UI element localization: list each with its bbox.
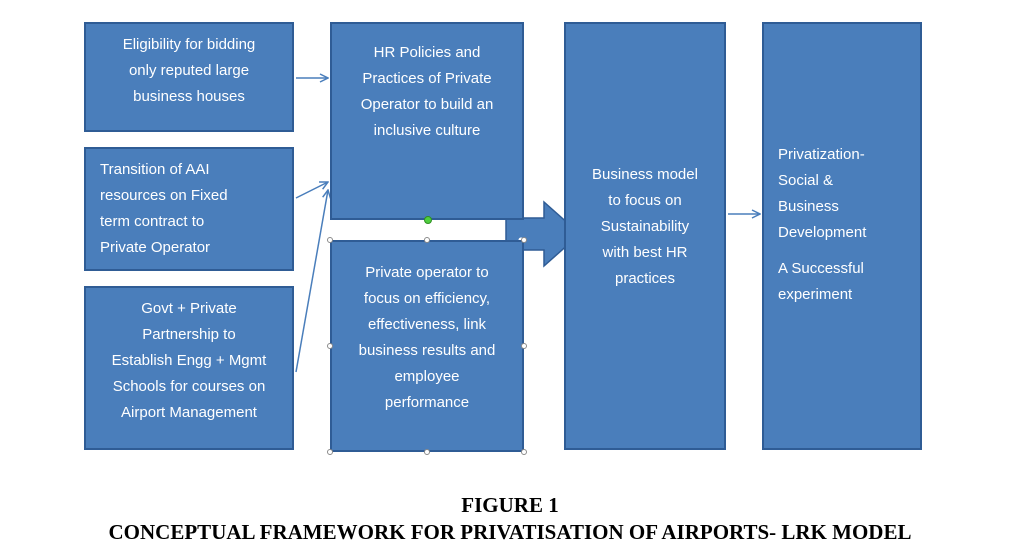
arrow-partnership-to-operator <box>295 190 328 373</box>
eligibility-box: Eligibility for bidding only reputed lar… <box>84 22 294 132</box>
resize-handle-top-middle[interactable] <box>424 237 430 243</box>
partnership-box: Govt + Private Partnership to Establish … <box>84 286 294 450</box>
private-operator-line: Private operator to <box>365 264 489 281</box>
transition-line: resources on Fixed <box>100 187 228 204</box>
partnership-line: Airport Management <box>121 404 257 421</box>
business-model-line: practices <box>614 270 676 287</box>
partnership-line: Partnership to <box>142 326 236 343</box>
eligibility-line: Eligibility for bidding <box>122 36 256 53</box>
private-operator-line: effectiveness, link <box>367 316 487 333</box>
rotation-handle[interactable] <box>424 216 432 224</box>
business-model-box: Business model to focus on Sustainabilit… <box>564 22 726 450</box>
hr-policies-line: Operator to build an <box>360 96 494 113</box>
private-operator-line: business results and <box>358 342 496 359</box>
hr-policies-line: Practices of Private <box>362 70 492 87</box>
eligibility-line: business houses <box>133 88 245 105</box>
hr-policies-line: inclusive culture <box>373 122 481 139</box>
outcome-line: Development <box>778 224 867 241</box>
hr-policies-line: HR Policies and <box>373 44 481 61</box>
transition-line: term contract to <box>100 213 205 230</box>
resize-handle-middle-right[interactable] <box>521 343 527 349</box>
eligibility-line: only reputed large <box>128 62 250 79</box>
resize-handle-top-right[interactable] <box>521 237 527 243</box>
resize-handle-middle-left[interactable] <box>327 343 333 349</box>
resize-handle-bottom-left[interactable] <box>327 449 333 455</box>
outcome-line: A Successful <box>778 260 864 277</box>
business-model-line: with best HR <box>602 244 688 261</box>
private-operator-line: employee <box>394 368 460 385</box>
outcome-line: experiment <box>778 286 853 303</box>
outcome-box: Privatization- Social & Business Develop… <box>762 22 922 450</box>
transition-line: Transition of AAI <box>100 161 210 178</box>
private-operator-line: performance <box>384 394 470 411</box>
resize-handle-top-left[interactable] <box>327 237 333 243</box>
transition-line: Private Operator <box>100 239 211 256</box>
business-model-line: Business model <box>592 166 698 183</box>
business-model-line: Sustainability <box>600 218 690 235</box>
business-model-line: to focus on <box>608 192 682 209</box>
partnership-line: Establish Engg + Mgmt <box>111 352 267 369</box>
arrow-transition-to-hr <box>295 182 328 199</box>
outcome-line: Privatization- <box>778 146 865 163</box>
transition-box: Transition of AAI resources on Fixed ter… <box>84 147 294 271</box>
hr-policies-box: HR Policies and Practices of Private Ope… <box>330 22 524 220</box>
outcome-line: Social & <box>778 172 834 189</box>
partnership-line: Govt + Private <box>141 300 237 317</box>
figure-number: FIGURE 1 <box>461 493 559 517</box>
resize-handle-bottom-middle[interactable] <box>424 449 430 455</box>
private-operator-box[interactable]: Private operator to focus on efficiency,… <box>330 240 524 452</box>
private-operator-line: focus on efficiency, <box>363 290 491 307</box>
figure-title: CONCEPTUAL FRAMEWORK FOR PRIVATISATION O… <box>108 520 912 544</box>
outcome-line: Business <box>778 198 839 215</box>
partnership-line: Schools for courses on <box>112 378 266 395</box>
resize-handle-bottom-right[interactable] <box>521 449 527 455</box>
